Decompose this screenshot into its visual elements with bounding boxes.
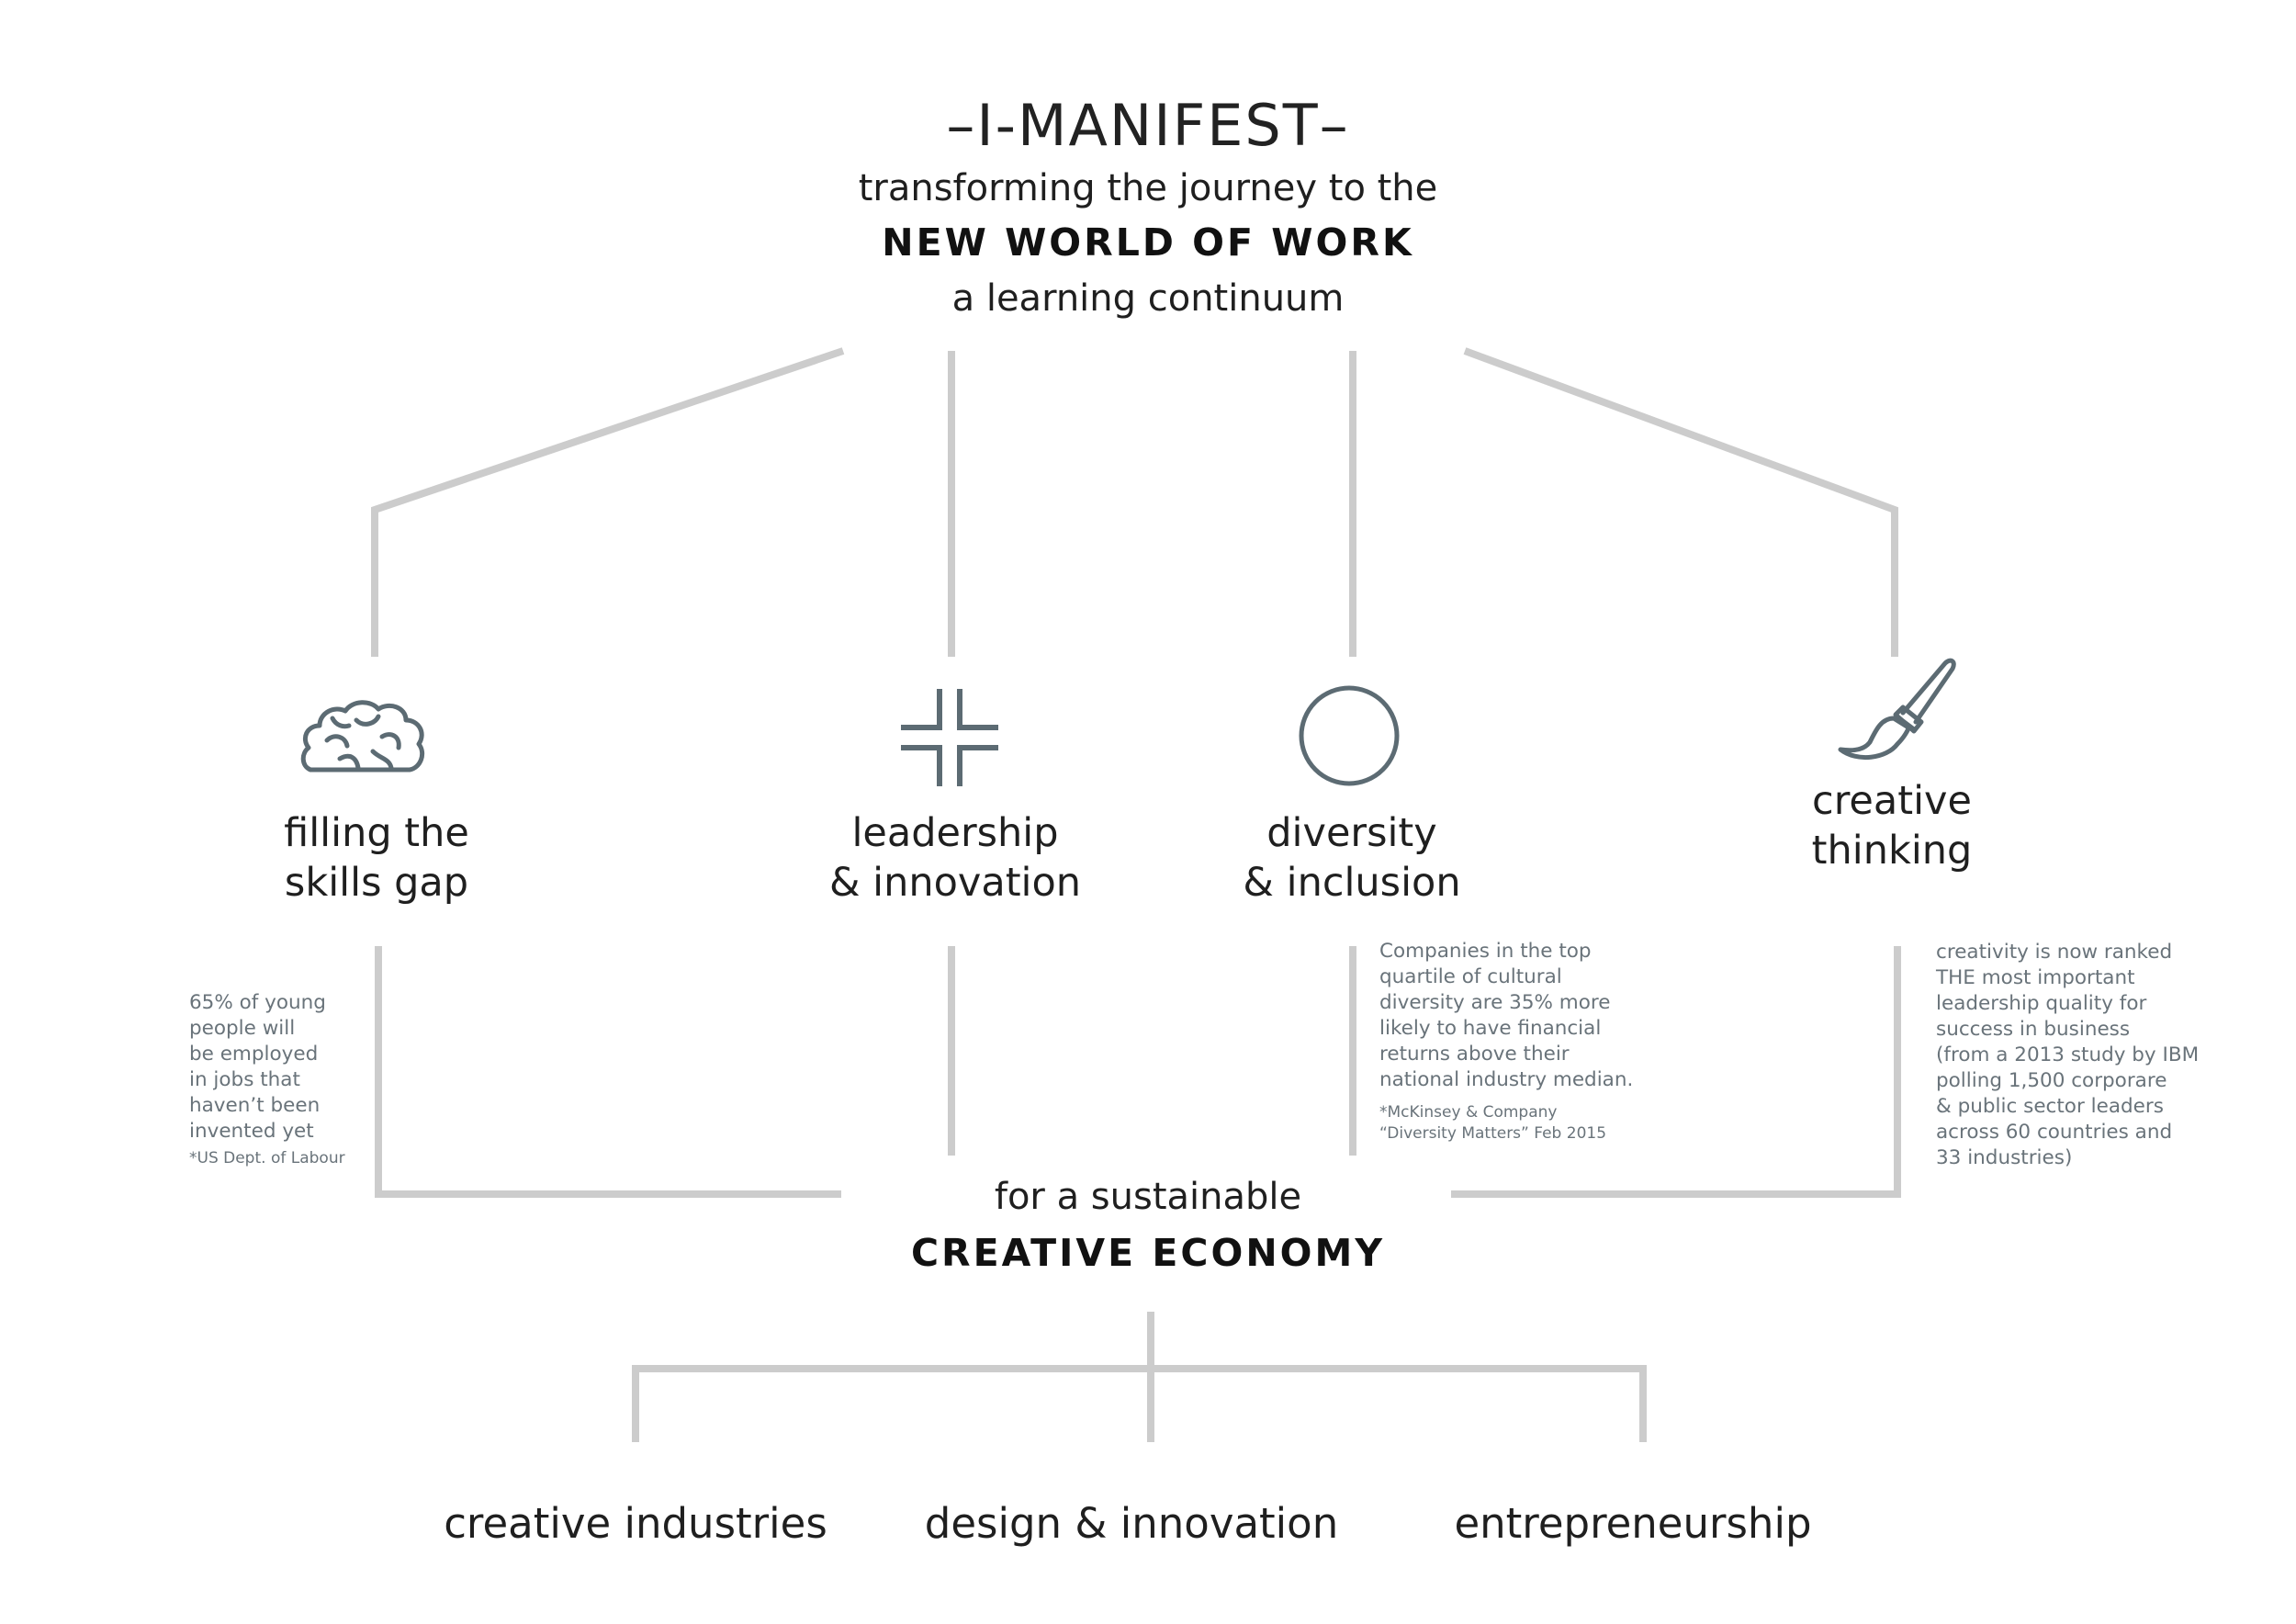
note-diversity: Companies in the top quartile of cultura… <box>1379 939 1683 1145</box>
note-creative-thinking: creativity is now ranked THE most import… <box>1936 940 2212 1171</box>
header-subtitle: transforming the journey to the <box>858 167 1438 209</box>
connector-bottom-right <box>1451 946 1901 1198</box>
connector-top-right <box>1463 347 1898 657</box>
outcome-creative-industries: creative industries <box>444 1499 827 1548</box>
outcome-entrepreneurship: entrepreneurship <box>1454 1499 1812 1548</box>
circle-icon <box>1299 685 1400 786</box>
note-diversity-citation: *McKinsey & Company “Diversity Matters” … <box>1379 1103 1607 1143</box>
economy-headline: CREATIVE ECONOMY <box>910 1231 1386 1275</box>
cross-brackets-icon <box>901 689 998 786</box>
pillar-label-creative-thinking: creative thinking <box>1811 778 1973 874</box>
pillar-label-leadership: leadership & innovation <box>828 810 1082 906</box>
outcome-design-innovation: design & innovation <box>924 1499 1339 1548</box>
header-tagline: a learning continuum <box>951 277 1345 320</box>
brain-icon <box>300 700 425 773</box>
connector-top-left <box>371 347 845 657</box>
pillar-label-skills-gap: filling the skills gap <box>284 810 469 906</box>
connector-bottom-left <box>375 946 841 1198</box>
note-diversity-text: Companies in the top quartile of cultura… <box>1379 940 1634 1091</box>
note-creative-thinking-text: creativity is now ranked THE most import… <box>1936 941 2200 1169</box>
paintbrush-icon <box>1838 658 1956 761</box>
note-skills-gap-text: 65% of young people will be employed in … <box>189 991 326 1143</box>
header-headline: NEW WORLD OF WORK <box>882 220 1414 265</box>
page-title: –I-MANIFEST– <box>946 92 1350 159</box>
connector-outcomes-bar <box>632 1365 1647 1442</box>
economy-subtitle: for a sustainable <box>994 1176 1302 1218</box>
note-skills-gap: 65% of young people will be employed in … <box>189 990 373 1169</box>
note-skills-gap-citation: *US Dept. of Labour <box>189 1149 345 1167</box>
pillar-label-diversity: diversity & inclusion <box>1243 810 1461 906</box>
